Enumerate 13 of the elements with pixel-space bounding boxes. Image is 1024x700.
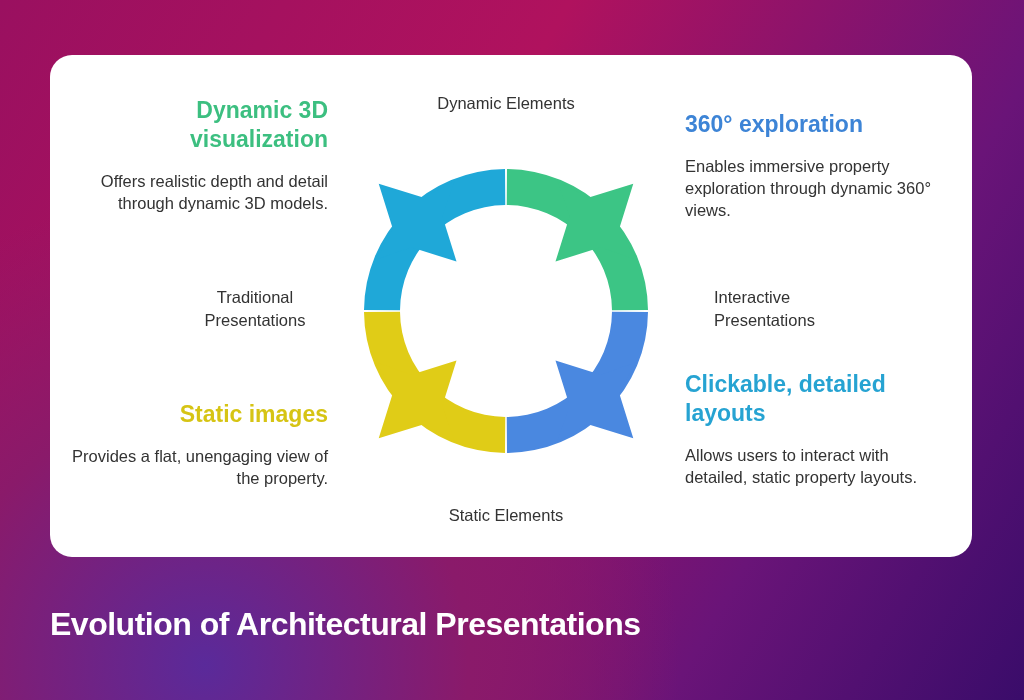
heading: Clickable, detailed layouts: [685, 370, 887, 428]
axis-label: Interactive Presentations: [714, 287, 816, 331]
description: Allows users to interact with detailed, static property layouts.: [685, 445, 919, 488]
heading: Dynamic 3D visualization: [188, 96, 328, 154]
axis-label: Static Elements: [447, 505, 565, 526]
description: Provides a flat, unengaging view of the property.: [71, 446, 328, 489]
description: Offers realistic depth and detail through dynamic 3D models.: [99, 171, 328, 214]
axis-label: Traditional Presentations: [203, 287, 307, 331]
description: Enables immersive property exploration through dynamic 360° views.: [685, 156, 932, 221]
heading: Static images: [178, 400, 328, 429]
heading: 360° exploration: [685, 110, 864, 139]
title: Evolution of Architectural Presentations: [50, 606, 641, 643]
axis-label: Dynamic Elements: [436, 93, 576, 114]
